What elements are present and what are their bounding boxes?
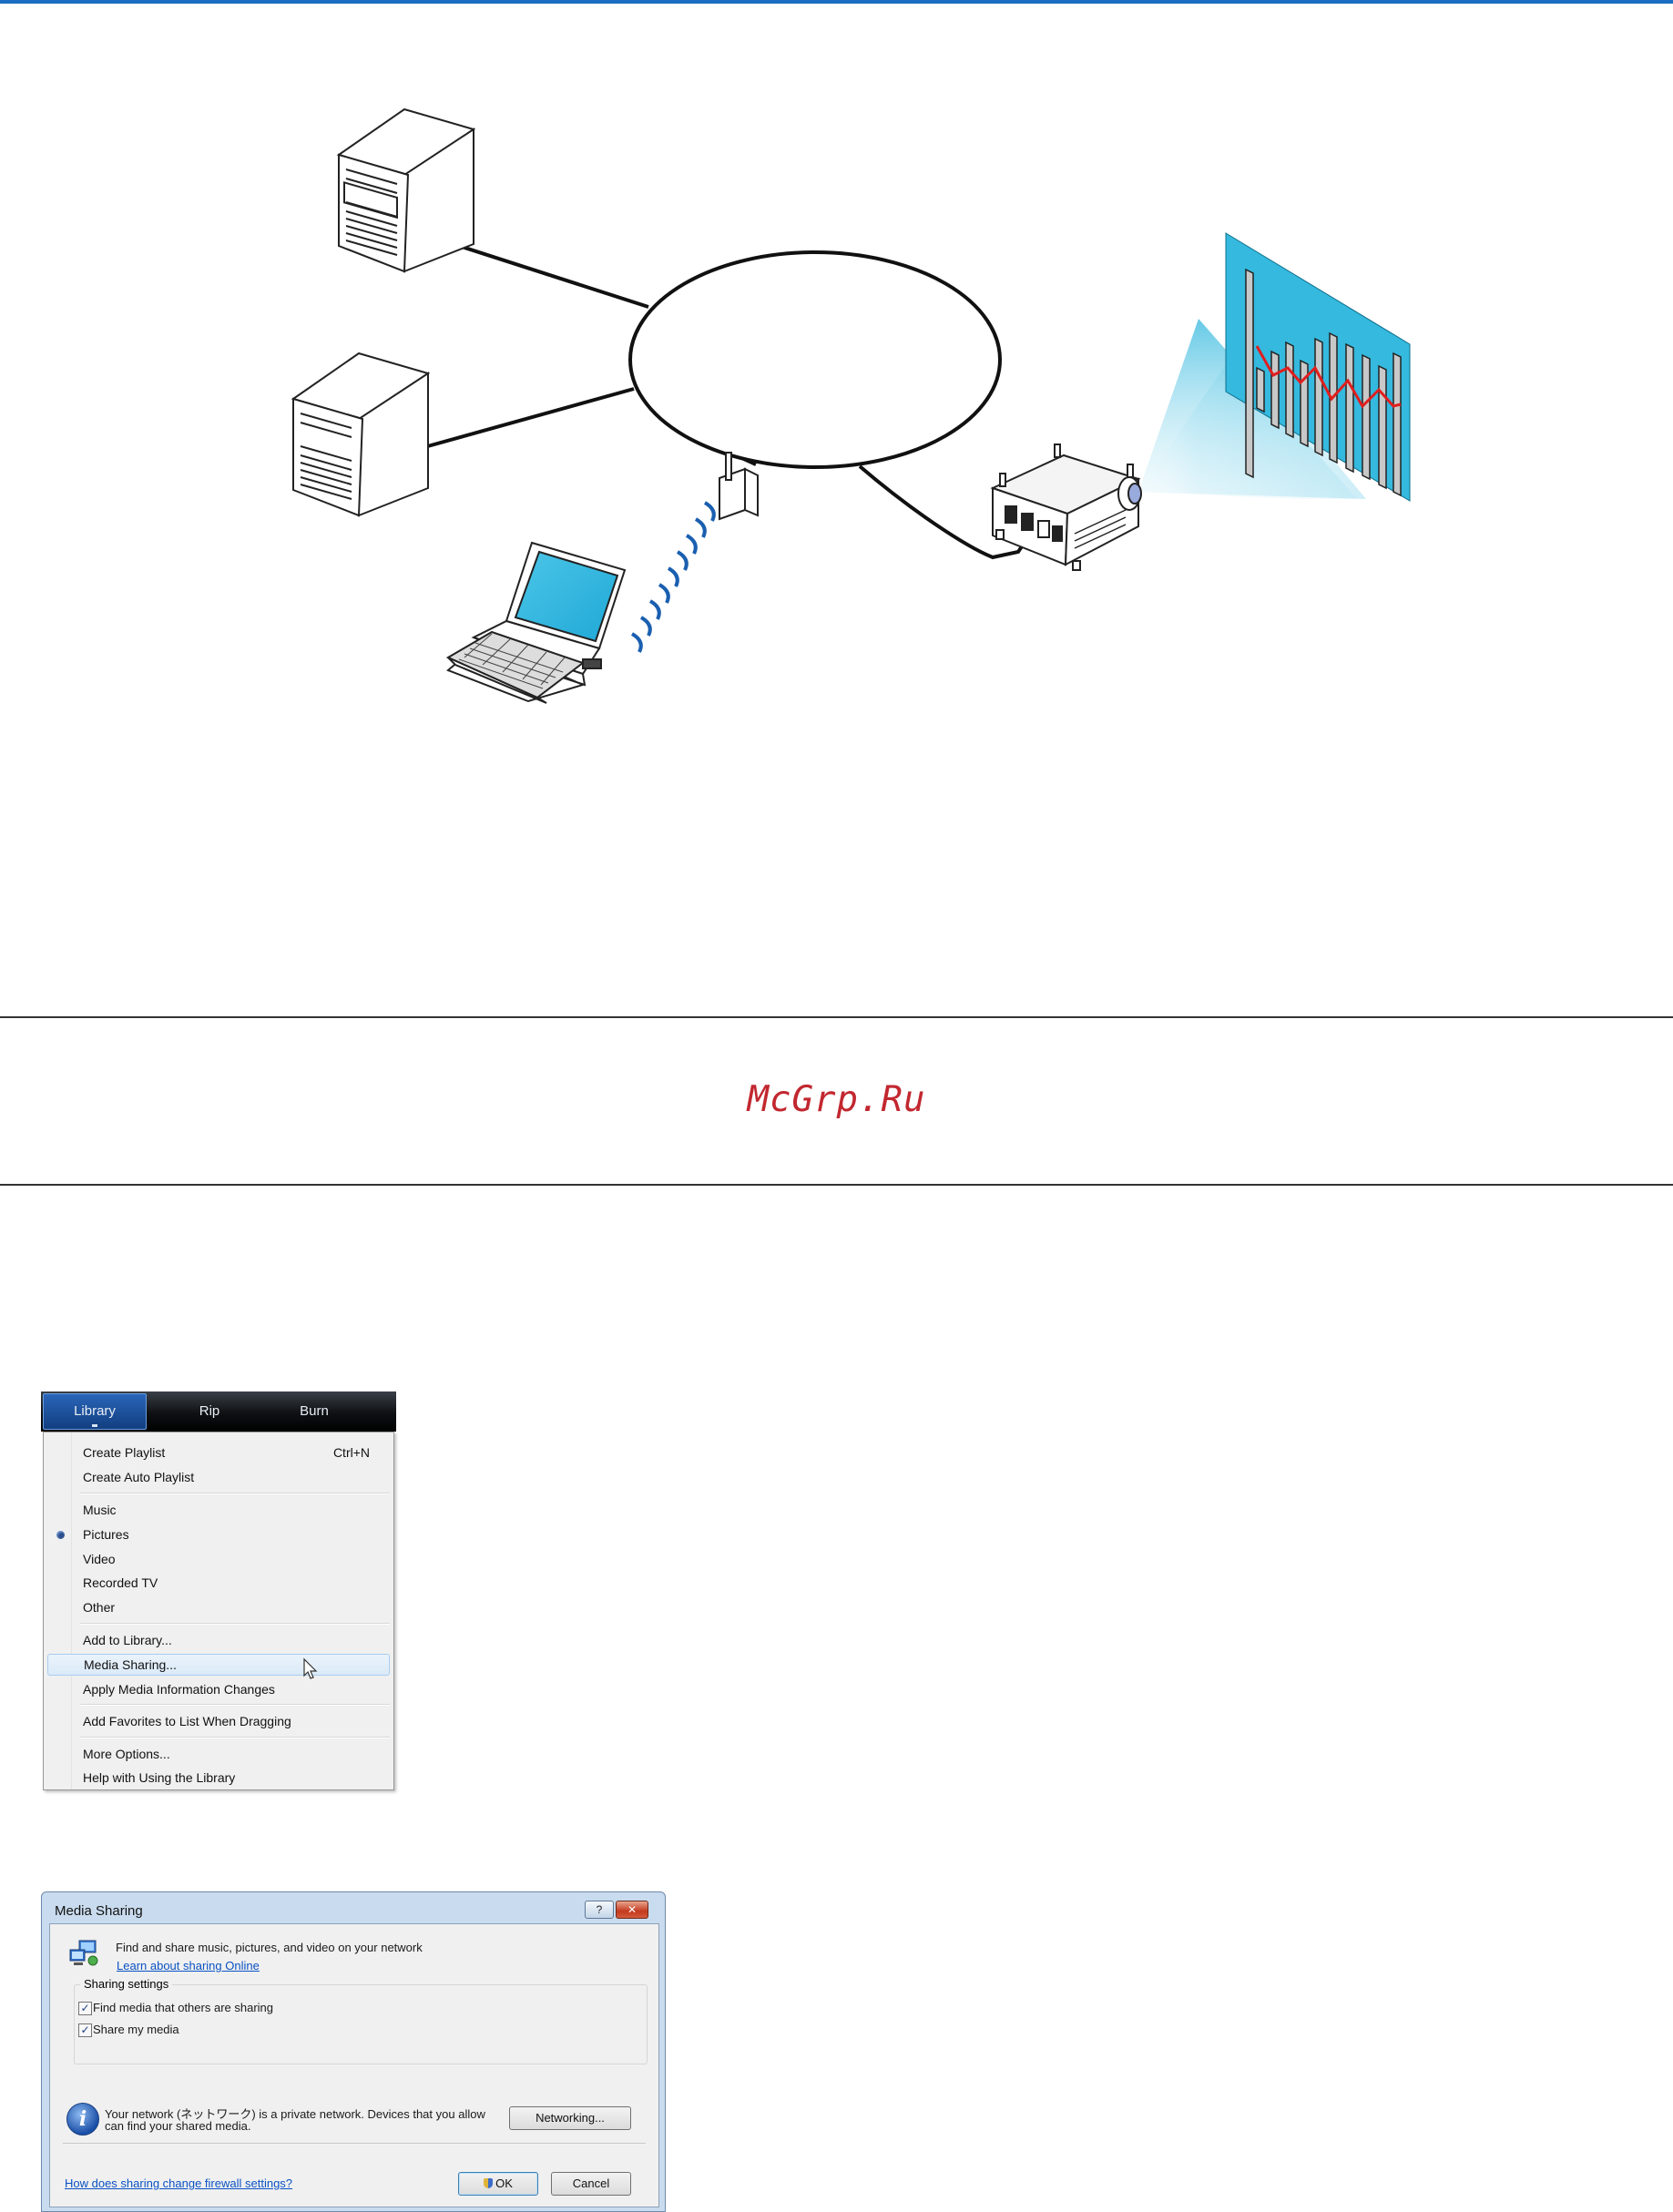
menu-item-label: Recorded TV (83, 1575, 158, 1590)
tab-rip[interactable]: Rip (199, 1403, 220, 1419)
cancel-button[interactable]: Cancel (551, 2172, 631, 2196)
menu-item-label: Add Favorites to List When Dragging (83, 1714, 291, 1728)
menu-item-apply-media-information-changes[interactable]: Apply Media Information Changes (47, 1678, 388, 1700)
group-label: Sharing settings (80, 1977, 173, 1991)
find-media-label: Find media that others are sharing (93, 2001, 273, 2014)
menu-separator (80, 1704, 390, 1706)
dialog-title: Media Sharing (55, 1903, 143, 1919)
menu-item-pictures[interactable]: Pictures (47, 1524, 388, 1545)
screen-trend-line (1255, 345, 1402, 409)
laptop-icon (445, 541, 627, 704)
menu-item-help-library[interactable]: Help with Using the Library (47, 1767, 388, 1789)
wireless-signal-icon (630, 501, 716, 653)
sharing-settings-group: Sharing settings ✓ Find media that other… (74, 1977, 648, 2064)
firewall-settings-link[interactable]: How does sharing change firewall setting… (65, 2176, 293, 2190)
menu-item-add-favorites[interactable]: Add Favorites to List When Dragging (47, 1710, 388, 1732)
info-icon: i (66, 2103, 99, 2136)
intro-text: Find and share music, pictures, and vide… (116, 1941, 423, 1954)
screen-bar-1 (1256, 366, 1265, 413)
network-status-line-2: can find your shared media. (105, 2119, 251, 2133)
menu-item-other[interactable]: Other (47, 1596, 388, 1618)
menu-item-label: Pictures (83, 1527, 129, 1542)
menu-icon-gutter (44, 1432, 72, 1789)
network-diagram (291, 107, 1411, 704)
screen-bar-10 (1392, 352, 1402, 497)
menu-item-label: More Options... (83, 1747, 170, 1761)
server-icon-bottom (291, 352, 431, 517)
screen-bar-9 (1378, 364, 1387, 490)
menu-separator (80, 1737, 390, 1738)
media-sharing-dialog: Media Sharing ? ✕ Find and share music, … (41, 1891, 666, 2212)
network-links (423, 242, 1035, 560)
media-sharing-icon (69, 1940, 98, 1966)
share-my-media-label: Share my media (93, 2023, 179, 2036)
menu-item-create-auto-playlist[interactable]: Create Auto Playlist (47, 1466, 388, 1488)
share-my-media-checkbox[interactable]: ✓ (78, 2023, 92, 2037)
network-status-line-1: Your network (ネットワーク) is a private netwo… (105, 2107, 485, 2121)
menu-item-label: Create Playlist (83, 1445, 166, 1460)
server-icon-top (336, 107, 476, 273)
menu-item-label: Create Auto Playlist (83, 1470, 195, 1484)
projector-icon (990, 443, 1142, 571)
help-button[interactable]: ? (585, 1901, 614, 1919)
screen-bar-5 (1314, 337, 1323, 457)
menu-separator (80, 1623, 390, 1625)
learn-about-sharing-link[interactable]: Learn about sharing Online (117, 1959, 260, 1972)
screen-bar-0 (1245, 268, 1254, 479)
tab-library-label: Library (74, 1403, 116, 1419)
close-button[interactable]: ✕ (616, 1901, 648, 1919)
dialog-body: Find and share music, pictures, and vide… (49, 1923, 659, 2207)
menu-item-shortcut: Ctrl+N (332, 1445, 370, 1460)
network-ellipse (628, 250, 1002, 469)
screen-bar-8 (1362, 353, 1371, 481)
tab-burn[interactable]: Burn (300, 1403, 329, 1419)
menu-item-add-to-library[interactable]: Add to Library... (47, 1629, 388, 1651)
menu-separator (80, 1493, 390, 1494)
ok-button-label: OK (495, 2176, 513, 2190)
watermark-text: McGrp.Ru (747, 1079, 926, 1120)
menu-item-label: Help with Using the Library (83, 1770, 236, 1785)
screen-bar-4 (1300, 359, 1309, 448)
library-dropdown-menu: Create Playlist Ctrl+N Create Auto Playl… (43, 1432, 394, 1790)
top-rule (0, 0, 1673, 4)
radio-bullet-icon (56, 1531, 65, 1539)
separator-top (0, 1016, 1673, 1018)
screen-bar-7 (1345, 342, 1354, 474)
menu-item-label: Other (83, 1600, 116, 1615)
menu-item-more-options[interactable]: More Options... (47, 1743, 388, 1765)
menu-item-media-sharing[interactable]: Media Sharing... (47, 1654, 390, 1676)
menu-item-label: Video (83, 1552, 116, 1566)
menu-item-label: Music (83, 1503, 117, 1517)
mouse-cursor-icon (303, 1657, 318, 1679)
menu-item-video[interactable]: Video (47, 1548, 388, 1570)
screen-bar-3 (1285, 341, 1294, 439)
menu-item-label: Apply Media Information Changes (83, 1682, 275, 1697)
separator-bottom (0, 1184, 1673, 1186)
networking-button[interactable]: Networking... (509, 2106, 631, 2130)
shield-icon (484, 2178, 494, 2188)
dialog-separator (63, 2143, 646, 2144)
menu-item-recorded-tv[interactable]: Recorded TV (47, 1572, 388, 1594)
menu-item-create-playlist[interactable]: Create Playlist Ctrl+N (47, 1442, 388, 1463)
menu-item-music[interactable]: Music (47, 1499, 388, 1521)
screen-bar-2 (1270, 350, 1280, 430)
media-player-library-menu: Library Rip Burn Create Playlist Ctrl+N … (41, 1391, 396, 1790)
tab-library[interactable]: Library (43, 1393, 147, 1430)
menu-item-label: Media Sharing... (84, 1657, 177, 1672)
find-media-checkbox[interactable]: ✓ (78, 2002, 92, 2015)
media-player-tab-bar: Library Rip Burn (41, 1391, 396, 1432)
wireless-access-point-icon (719, 452, 759, 521)
title-bar-buttons: ? ✕ (583, 1901, 656, 1919)
chevron-down-icon (92, 1424, 97, 1427)
ok-button[interactable]: OK (458, 2172, 538, 2196)
menu-item-label: Add to Library... (83, 1633, 172, 1647)
